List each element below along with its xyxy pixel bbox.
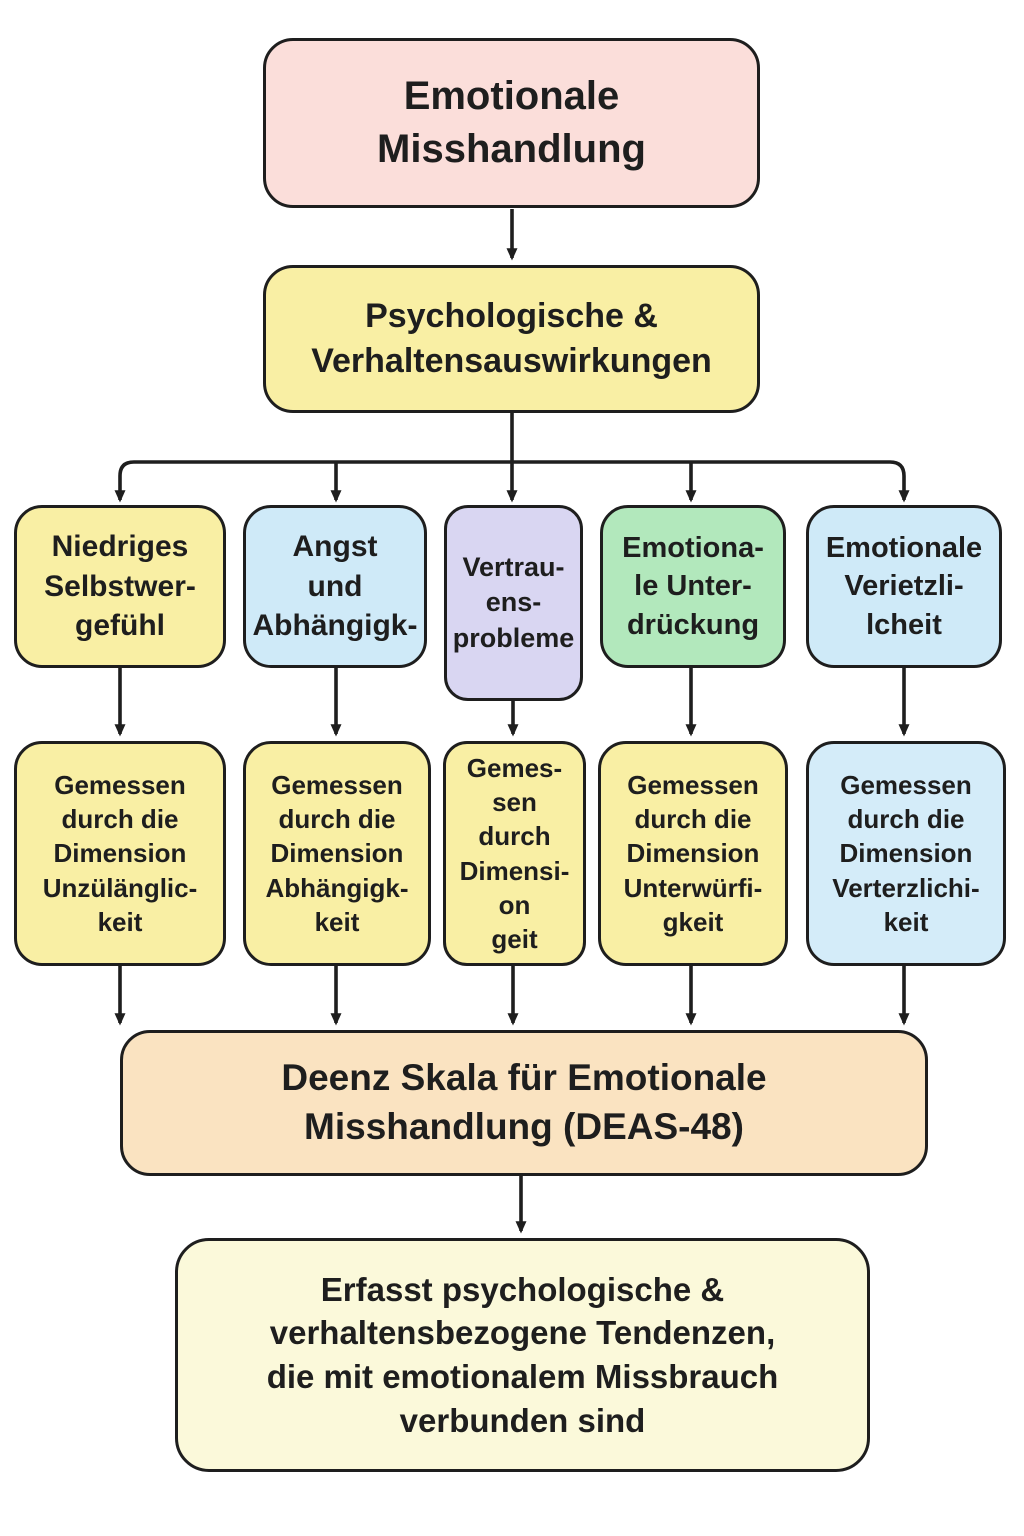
arrow-branchline-left <box>114 460 512 503</box>
node-anxiety-dependency: Angst und Abhängigk- <box>243 505 427 668</box>
node-measure-inadequacy: Gemessen durch die Dimension Unzülänglic… <box>14 741 226 966</box>
node-measure-vulnerability-label: Gemessen durch die Dimension Verterzlich… <box>832 769 980 937</box>
node-trust-issues-label: Vertrau- ens- probleme <box>452 551 575 653</box>
node-anxiety-dependency-label: Angst und Abhängigk- <box>252 530 418 643</box>
node-measure-inadequacy-label: Gemessen durch die Dimension Unzülänglic… <box>42 769 198 937</box>
node-emotional-suppression-label: Emotiona- le Unter- drückung <box>622 532 764 641</box>
node-measure-vulnerability: Gemessen durch die Dimension Verterzlich… <box>806 741 1006 966</box>
node-measure-dependency: Gemessen durch die Dimension Abhängigk- … <box>243 741 431 966</box>
node-psychological-behavioral-effects: Psychologische & Verhaltensauswirkungen <box>263 265 760 413</box>
node-measure-submissiveness-label: Gemessen durch die Dimension Unterwürfi-… <box>623 769 763 937</box>
node-measure-trust-dimension-label: Gemes- sen durch Dimensi- on geit <box>459 752 570 955</box>
node-outcome-description-label: Erfasst psychologische & verhaltensbezog… <box>266 1270 779 1439</box>
node-deas-scale: Deenz Skala für Emotionale Misshandlung … <box>120 1030 928 1176</box>
node-measure-submissiveness: Gemessen durch die Dimension Unterwürfi-… <box>598 741 788 966</box>
node-emotional-vulnerability-label: Emotionale Verietzli- lcheit <box>825 532 983 641</box>
node-deas-scale-label: Deenz Skala für Emotionale Misshandlung … <box>281 1057 767 1147</box>
node-measure-dependency-label: Gemessen durch die Dimension Abhängigk- … <box>265 769 409 937</box>
node-emotional-vulnerability: Emotionale Verietzli- lcheit <box>806 505 1002 668</box>
node-psychological-behavioral-effects-label: Psychologische & Verhaltensauswirkungen <box>311 297 712 380</box>
node-low-self-esteem-label: Niedriges Selbstwer- gefühl <box>44 530 196 643</box>
node-outcome-description: Erfasst psychologische & verhaltensbezog… <box>175 1238 870 1472</box>
node-emotional-abuse-label: Emotionale Misshandlung <box>377 74 646 171</box>
node-emotional-suppression: Emotiona- le Unter- drückung <box>600 505 786 668</box>
node-emotional-abuse: Emotionale Misshandlung <box>263 38 760 208</box>
arrow-branchline-right <box>512 460 910 503</box>
node-low-self-esteem: Niedriges Selbstwer- gefühl <box>14 505 226 668</box>
node-measure-trust-dimension: Gemes- sen durch Dimensi- on geit <box>443 741 586 966</box>
node-trust-issues: Vertrau- ens- probleme <box>444 505 583 701</box>
